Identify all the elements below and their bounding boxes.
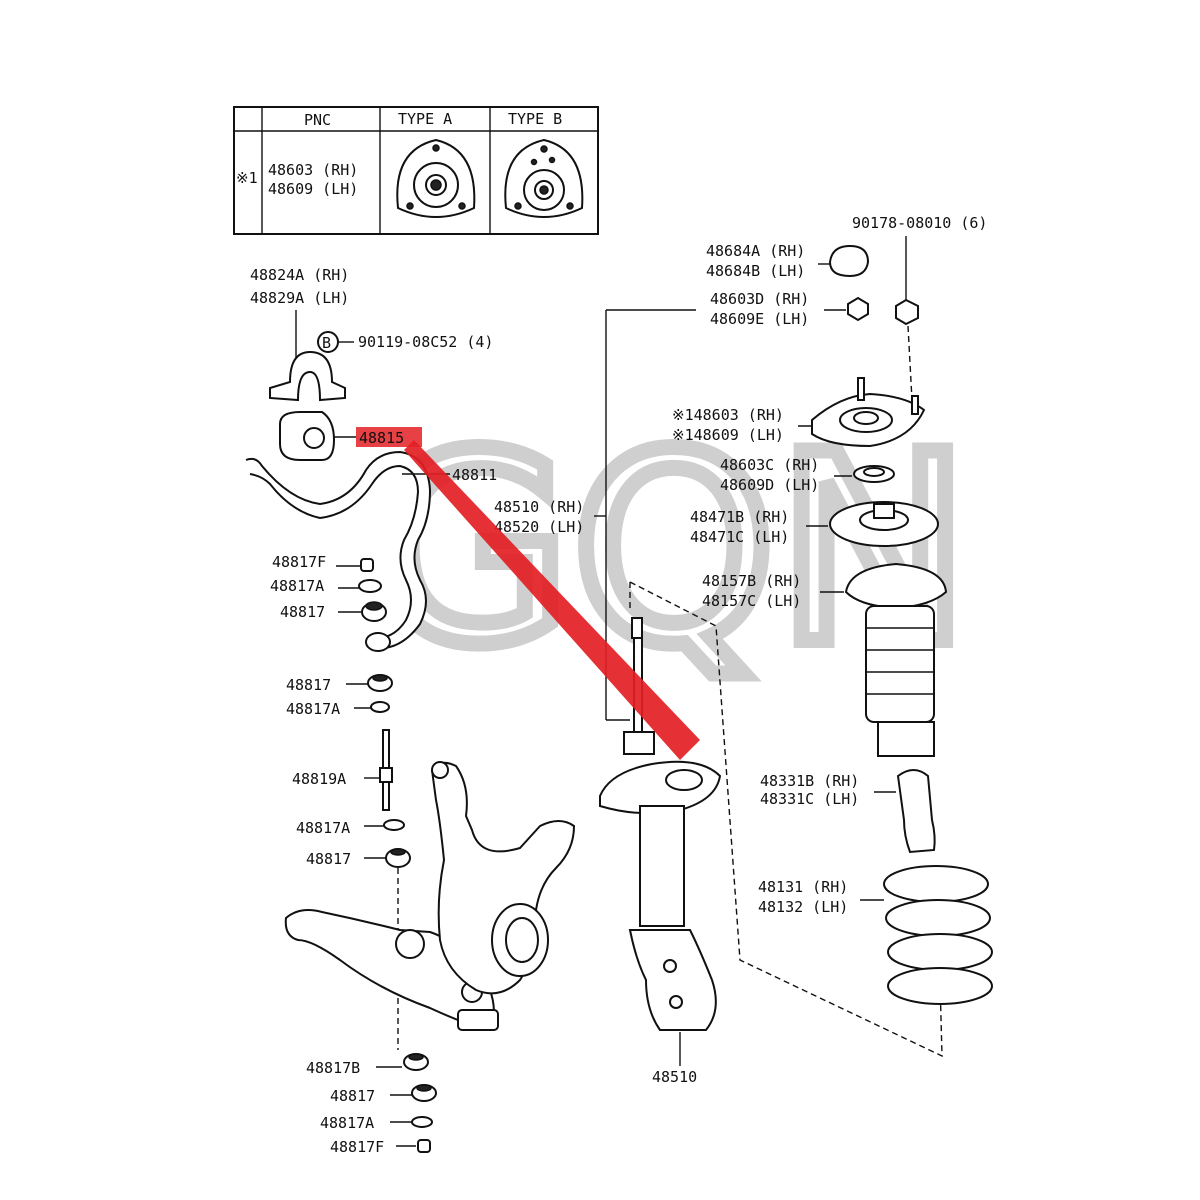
label-48471c: 48471C (LH) [690, 528, 789, 546]
highlight-arrow [404, 440, 700, 760]
label-48609d: 48609D (LH) [720, 476, 819, 494]
washer-48817a-3 [383, 819, 405, 831]
strut-upper-mount [811, 377, 926, 448]
label-90119: 90119-08C52 (4) [358, 333, 493, 351]
label-48817a-1: 48817A [270, 577, 324, 595]
label-b: B [322, 334, 331, 352]
label-48510-rh: 48510 (RH) [494, 498, 584, 516]
label-48603c: 48603C (RH) [720, 456, 819, 474]
mount-cap [828, 244, 870, 278]
table-header-type-b: TYPE B [508, 110, 562, 128]
table-row-mark: ※1 [236, 169, 258, 187]
label-148603: ※148603 (RH) [672, 406, 784, 424]
bump-stopper [896, 769, 936, 854]
label-48131: 48131 (RH) [758, 878, 848, 896]
coil-spring [883, 865, 993, 1005]
nut-48817f-top [360, 558, 374, 572]
label-48520-lh: 48520 (LH) [494, 518, 584, 536]
spring-insulator-and-boot [844, 562, 948, 757]
cushion-48817-1 [361, 601, 387, 622]
label-48811: 48811 [452, 466, 497, 484]
cushion-48817b [403, 1053, 429, 1071]
label-48817-4: 48817 [330, 1087, 375, 1105]
label-48157c: 48157C (LH) [702, 592, 801, 610]
table-header-type-a: TYPE A [398, 110, 452, 128]
label-48817f-2: 48817F [330, 1138, 384, 1156]
label-48829a: 48829A (LH) [250, 289, 349, 307]
label-48609e: 48609E (LH) [710, 310, 809, 328]
washer-48817a-4 [411, 1116, 433, 1128]
cushion-48817-3 [385, 848, 411, 868]
label-48157b: 48157B (RH) [702, 572, 801, 590]
spring-upper-seat [829, 501, 939, 547]
pnc-type-table: PNC TYPE A TYPE B ※1 48603 (RH) 48609 (L… [233, 106, 599, 235]
label-48603d: 48603D (RH) [710, 290, 809, 308]
steering-knuckle [430, 761, 576, 995]
label-48132: 48132 (LH) [758, 898, 848, 916]
nut-90178 [895, 298, 919, 326]
cushion-48817-2 [367, 674, 393, 692]
nut-48603d [847, 296, 869, 322]
label-48331c: 48331C (LH) [760, 790, 859, 808]
label-48817a-3: 48817A [296, 819, 350, 837]
table-pnc-rh: 48603 (RH) [268, 161, 358, 179]
table-pnc-lh: 48609 (LH) [268, 180, 358, 198]
label-48819a: 48819A [292, 770, 346, 788]
type-a-mount-drawing [396, 138, 476, 218]
type-b-mount-drawing [504, 138, 584, 218]
label-48817-3: 48817 [306, 850, 351, 868]
stabilizer-bar [245, 450, 432, 652]
label-90178: 90178-08010 (6) [852, 214, 987, 232]
highlight-box [356, 427, 422, 447]
stabilizer-bracket [269, 350, 346, 402]
washer-48817a-2 [370, 701, 390, 713]
label-48684b: 48684B (LH) [706, 262, 805, 280]
shock-absorber-strut [599, 617, 722, 1031]
label-48817f-1: 48817F [272, 553, 326, 571]
table-header-pnc: PNC [304, 111, 331, 129]
label-48817a-2: 48817A [286, 700, 340, 718]
nut-48817f-bottom [417, 1139, 431, 1153]
label-48817-2: 48817 [286, 676, 331, 694]
label-48510-bottom: 48510 [652, 1068, 697, 1086]
label-48684a: 48684A (RH) [706, 242, 805, 260]
label-48817a-4: 48817A [320, 1114, 374, 1132]
washer-48817a-1 [358, 579, 382, 593]
label-48471b: 48471B (RH) [690, 508, 789, 526]
label-48824a: 48824A (RH) [250, 266, 349, 284]
strut-exploded-outline [629, 581, 943, 1058]
stabilizer-link [379, 729, 393, 811]
label-48817-1: 48817 [280, 603, 325, 621]
label-48815-highlighted[interactable]: 48815 [359, 429, 404, 447]
label-148609: ※148609 (LH) [672, 426, 784, 444]
stabilizer-bushing [279, 411, 336, 461]
bearing-48603c [853, 465, 895, 483]
label-48817b: 48817B [306, 1059, 360, 1077]
label-48331b: 48331B (RH) [760, 772, 859, 790]
cushion-48817-4 [411, 1084, 437, 1102]
